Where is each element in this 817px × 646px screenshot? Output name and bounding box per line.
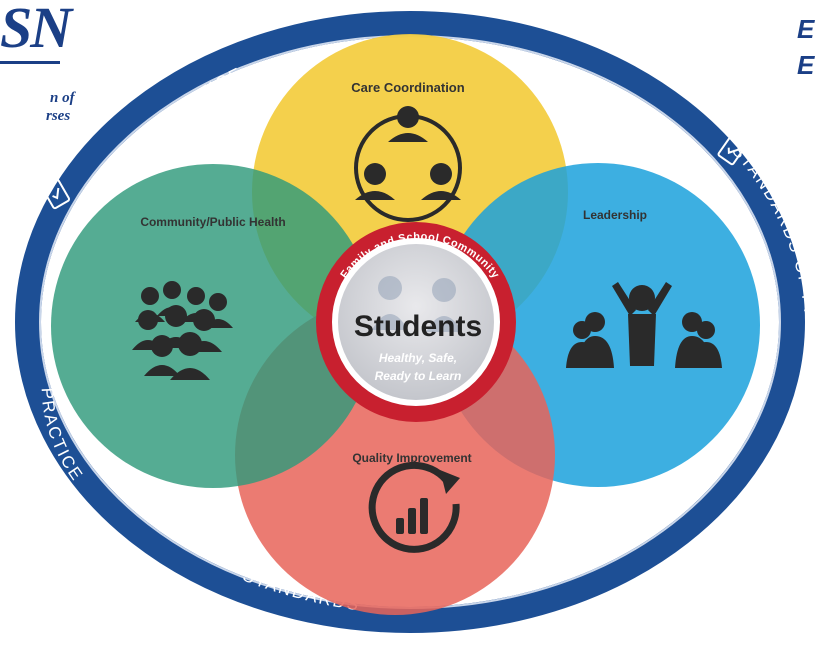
right-heading-line-1: E (797, 14, 815, 44)
logo-text: SN (0, 0, 72, 60)
clipboard-icon-right (717, 134, 747, 166)
logo-underline (0, 61, 60, 64)
leadership-icon (566, 282, 722, 368)
students-silhouette (372, 276, 462, 332)
students-subtitle-line-1: Healthy, Safe, (379, 351, 457, 365)
center-red-ring (316, 222, 516, 422)
students-subtitle-line-2: Ready to Learn (375, 369, 462, 383)
crowd-icon (132, 281, 233, 380)
right-heading-line-2: E (797, 50, 815, 80)
tagline-line-2: rses (46, 108, 71, 124)
leadership-label: Leadership (583, 208, 647, 222)
quality-improvement-icon (368, 461, 460, 553)
center-circle (338, 244, 494, 400)
students-title: Students (354, 310, 482, 343)
quality-improvement-label: Quality Improvement (352, 451, 471, 465)
care-coordination-icon (354, 106, 462, 222)
clipboard-icon-left (41, 178, 71, 210)
tagline-line-1: n of (50, 90, 75, 106)
community-health-label: Community/Public Health (140, 215, 285, 229)
care-coordination-label: Care Coordination (351, 80, 464, 95)
